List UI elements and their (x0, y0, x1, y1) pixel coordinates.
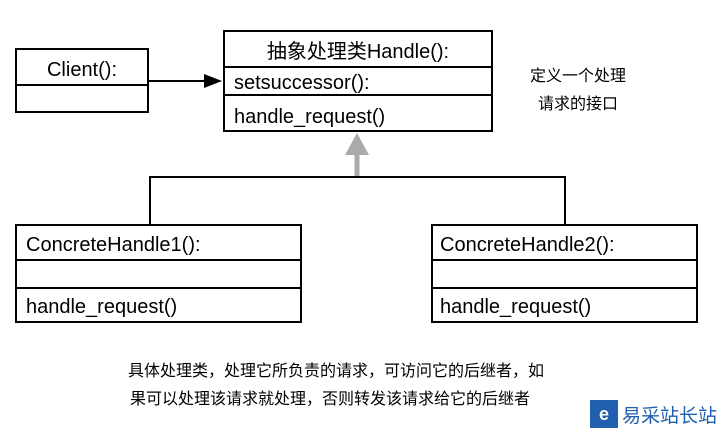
handler-note-line2: 请求的接口 (538, 95, 618, 113)
handler-note-line1: 定义一个处理 (530, 67, 626, 85)
inheritance-arrow (149, 133, 566, 225)
association-arrow (148, 74, 222, 88)
concrete2-method: handle_request() (440, 296, 591, 318)
handler-method-handle-request: handle_request() (234, 106, 385, 128)
concrete-note-line2: 果可以处理该请求就处理，否则转发该请求给它的后继者 (130, 390, 530, 408)
concrete-note-line1: 具体处理类，处理它所负责的请求，可访问它的后继者，如 (128, 362, 544, 380)
concrete1-name: ConcreteHandle1(): (26, 234, 201, 256)
watermark-logo-icon: e (590, 400, 618, 428)
handler-method-setsuccessor: setsuccessor(): (234, 72, 370, 94)
watermark: e 易采站长站 (590, 396, 726, 432)
concrete-handle2-box: ConcreteHandle2(): handle_request() (431, 224, 698, 323)
concrete2-name: ConcreteHandle2(): (440, 234, 615, 256)
concrete1-method: handle_request() (26, 296, 177, 318)
watermark-text: 易采站长站 (622, 404, 718, 427)
client-box: Client(): (15, 48, 149, 113)
handler-name: 抽象处理类Handle(): (267, 40, 449, 63)
concrete-handle1-box: ConcreteHandle1(): handle_request() (15, 224, 302, 323)
client-name: Client(): (47, 59, 117, 81)
handler-box: 抽象处理类Handle(): setsuccessor(): handle_re… (223, 30, 493, 132)
